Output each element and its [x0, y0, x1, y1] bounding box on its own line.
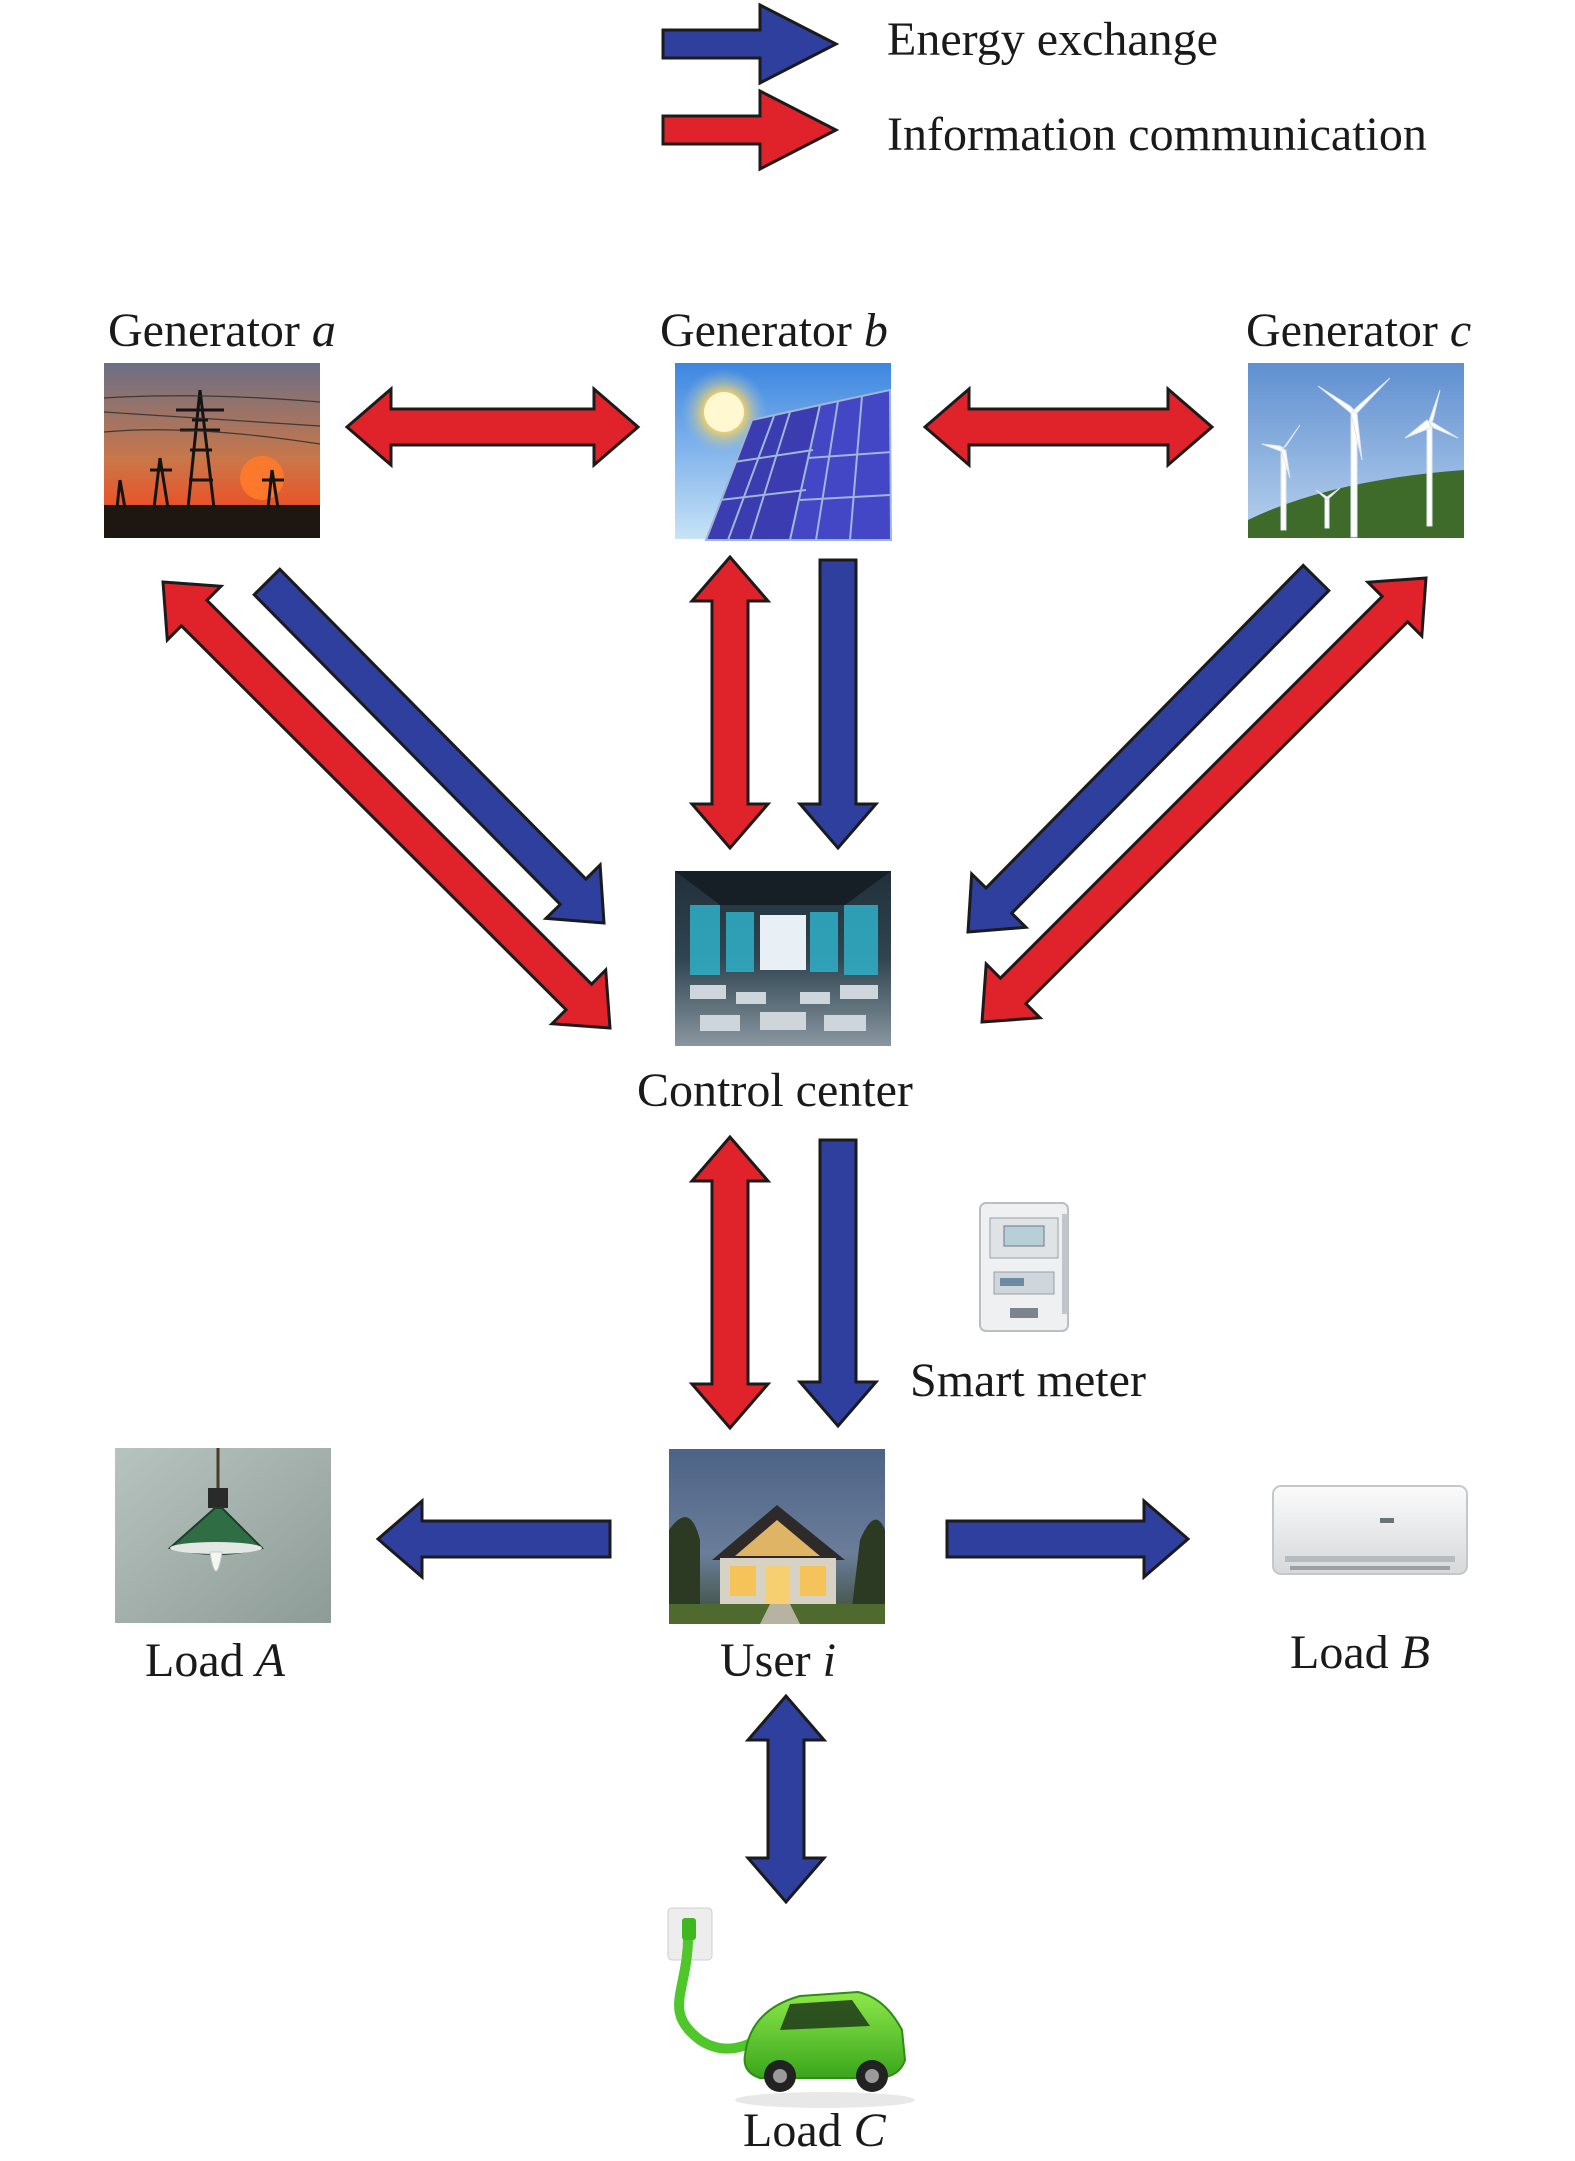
transmission-tower-icon	[103, 363, 321, 538]
lamp-icon	[115, 1448, 331, 1623]
legend-energy-label: Energy exchange	[887, 13, 1218, 66]
control-center-label: Control center	[637, 1064, 913, 1117]
legend-information-label: Information communication	[887, 108, 1427, 161]
control-room-icon	[675, 871, 891, 1046]
generator-b-label: Generator b	[660, 304, 888, 357]
info-arrow-generator-b-c	[922, 385, 1215, 469]
info-arrow-generator-c-control	[980, 576, 1428, 1024]
air-conditioner-icon	[1272, 1485, 1468, 1575]
energy-arrow-user-load-b	[945, 1497, 1191, 1581]
energy-arrow-generator-a-control	[252, 567, 606, 925]
energy-arrow-user-load-a	[375, 1497, 612, 1581]
load-a-label: Load A	[145, 1634, 286, 1687]
solar-panel-icon	[675, 363, 893, 541]
legend: Energy exchange Information communicatio…	[661, 2, 1427, 172]
legend-information-arrow	[661, 88, 840, 172]
wind-turbine-icon	[1248, 363, 1464, 538]
generator-c-label: Generator c	[1246, 304, 1471, 357]
info-arrow-control-user	[688, 1134, 772, 1431]
legend-energy-arrow	[661, 2, 840, 86]
user-label: User i	[720, 1634, 836, 1687]
load-b-label: Load B	[1290, 1626, 1430, 1679]
energy-arrow-generator-c-control	[966, 563, 1331, 934]
info-arrow-generator-a-b	[344, 385, 641, 469]
electric-car-icon	[667, 1907, 915, 2108]
info-arrow-generator-b-control	[688, 554, 772, 851]
info-arrow-generator-a-control	[161, 580, 612, 1030]
energy-arrow-user-load-c	[744, 1693, 828, 1905]
smart-meter-icon	[979, 1202, 1069, 1332]
load-c-label: Load C	[743, 2104, 887, 2157]
energy-arrow-generator-b-control	[796, 558, 880, 851]
generator-a-label: Generator a	[108, 304, 336, 357]
smart-meter-label: Smart meter	[910, 1354, 1146, 1407]
energy-arrow-control-user	[796, 1138, 880, 1429]
house-icon	[669, 1449, 885, 1624]
flow-arrows	[161, 385, 1428, 1905]
